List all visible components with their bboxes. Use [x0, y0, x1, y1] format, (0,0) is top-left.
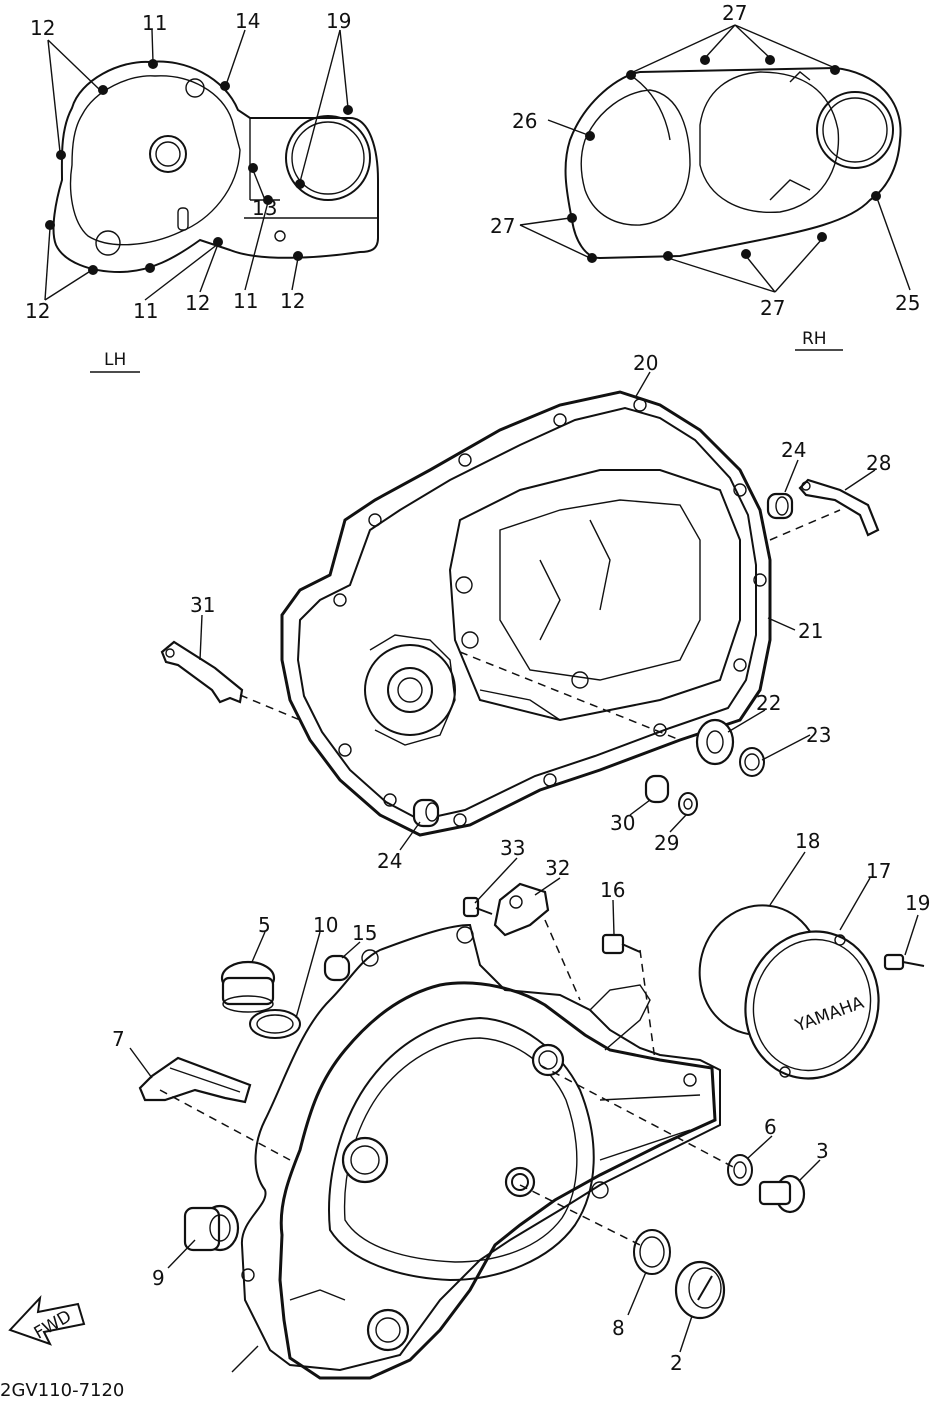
- callout-8: 2: [670, 1351, 683, 1375]
- part-32-switch: [493, 882, 550, 937]
- lh-leader-lines: [44, 29, 349, 301]
- part-30-dowel: [644, 774, 670, 804]
- callout-24: 24: [781, 438, 806, 462]
- callout-5: 10: [313, 913, 338, 937]
- part-24-dowel-upper: [766, 492, 794, 520]
- callout-3: 9: [152, 1266, 165, 1290]
- part-5-o-ring: [249, 1009, 301, 1039]
- callout-33: 33: [500, 836, 525, 860]
- rh-leader-lines: [519, 24, 911, 293]
- fwd-arrow-icon: FWD: [8, 1295, 86, 1346]
- part-28-bracket: [798, 478, 880, 537]
- middle-callouts: 20 24 28 31 21 22 23 30 29 24: [190, 351, 891, 873]
- side-label-lh: LH: [104, 350, 126, 370]
- callout-12: 12: [280, 289, 305, 313]
- part-29-washer: [678, 792, 698, 816]
- part-15-bracket: [138, 1056, 252, 1104]
- callout-20: 20: [633, 351, 658, 375]
- callout-10: 15: [352, 921, 377, 945]
- callout-12: 12: [185, 291, 210, 315]
- part-31-bracket: [160, 640, 244, 704]
- rh-dowel-points: [567, 55, 881, 263]
- callout-26: 26: [512, 109, 537, 133]
- part-17-clutch-cover: YAMAHA: [744, 930, 880, 1080]
- callout-19: 19: [326, 9, 351, 33]
- callout-27: 27: [760, 296, 785, 320]
- lh-dowel-points: [45, 59, 353, 275]
- callout-29: 29: [654, 831, 679, 855]
- part-22-oil-seal: [695, 718, 735, 766]
- callout-6: 3: [816, 1139, 829, 1163]
- part-7-washer: [727, 1154, 753, 1186]
- callout-19: 19: [905, 891, 930, 915]
- callout-12: 12: [30, 16, 55, 40]
- crankcase-cover-housing: [280, 390, 772, 837]
- callout-27: 27: [722, 1, 747, 25]
- callout-4: 5: [258, 913, 271, 937]
- callout-11: 11: [142, 11, 167, 35]
- part-9-o-ring: [633, 1229, 671, 1275]
- diagram-code: 2GV110-7120: [0, 1380, 124, 1401]
- rh-callouts: 27 26 27 27 25: [490, 1, 920, 320]
- callout-13: 13: [252, 196, 277, 220]
- callout-23: 23: [806, 723, 831, 747]
- lh-callouts: 12 11 14 19 13 12 11 12 11 12: [25, 9, 351, 323]
- part-10-dowel: [323, 954, 351, 982]
- callout-11: 11: [133, 299, 158, 323]
- callout-31: 31: [190, 593, 215, 617]
- part-19-bolt: [883, 953, 925, 971]
- lh-cover-outline-detail: [52, 60, 379, 274]
- callout-7: 6: [764, 1115, 777, 1139]
- callout-30: 30: [610, 811, 635, 835]
- callout-21: 21: [798, 619, 823, 643]
- crankcase-cover-lh: [278, 981, 717, 1380]
- part-3-plug: [183, 1204, 240, 1252]
- callout-18: 18: [795, 829, 820, 853]
- middle-leader-lines: [199, 371, 876, 851]
- callout-25: 25: [895, 291, 920, 315]
- callout-32: 32: [545, 856, 570, 880]
- part-8-cap: [674, 1260, 726, 1320]
- part-16-bolt: [601, 933, 641, 955]
- part-23-circlip: [739, 747, 765, 777]
- callout-11: 11: [233, 289, 258, 313]
- part-4-filler-cap: [220, 960, 276, 1013]
- rh-cover-outline-detail: [564, 66, 902, 260]
- part-33-bolt: [462, 896, 493, 918]
- callout-14: 14: [235, 9, 260, 33]
- callout-15: 7: [112, 1027, 125, 1051]
- side-label-rh: RH: [802, 329, 827, 349]
- callout-24: 24: [377, 849, 402, 873]
- part-24-dowel-lower: [412, 798, 440, 828]
- callout-28: 28: [866, 451, 891, 475]
- lower-leader-lines: [129, 851, 919, 1373]
- callout-9: 8: [612, 1316, 625, 1340]
- lower-callouts: 5 10 15 7 33 32 16 18 17 19 6 3 9 8 2: [112, 829, 930, 1375]
- callout-16: 16: [600, 878, 625, 902]
- part-6-plug: [758, 1174, 806, 1214]
- callout-12: 12: [25, 299, 50, 323]
- part-2-cover-gasket: [240, 923, 721, 1372]
- callout-27: 27: [490, 214, 515, 238]
- callout-22: 22: [756, 691, 781, 715]
- callout-17: 17: [866, 859, 891, 883]
